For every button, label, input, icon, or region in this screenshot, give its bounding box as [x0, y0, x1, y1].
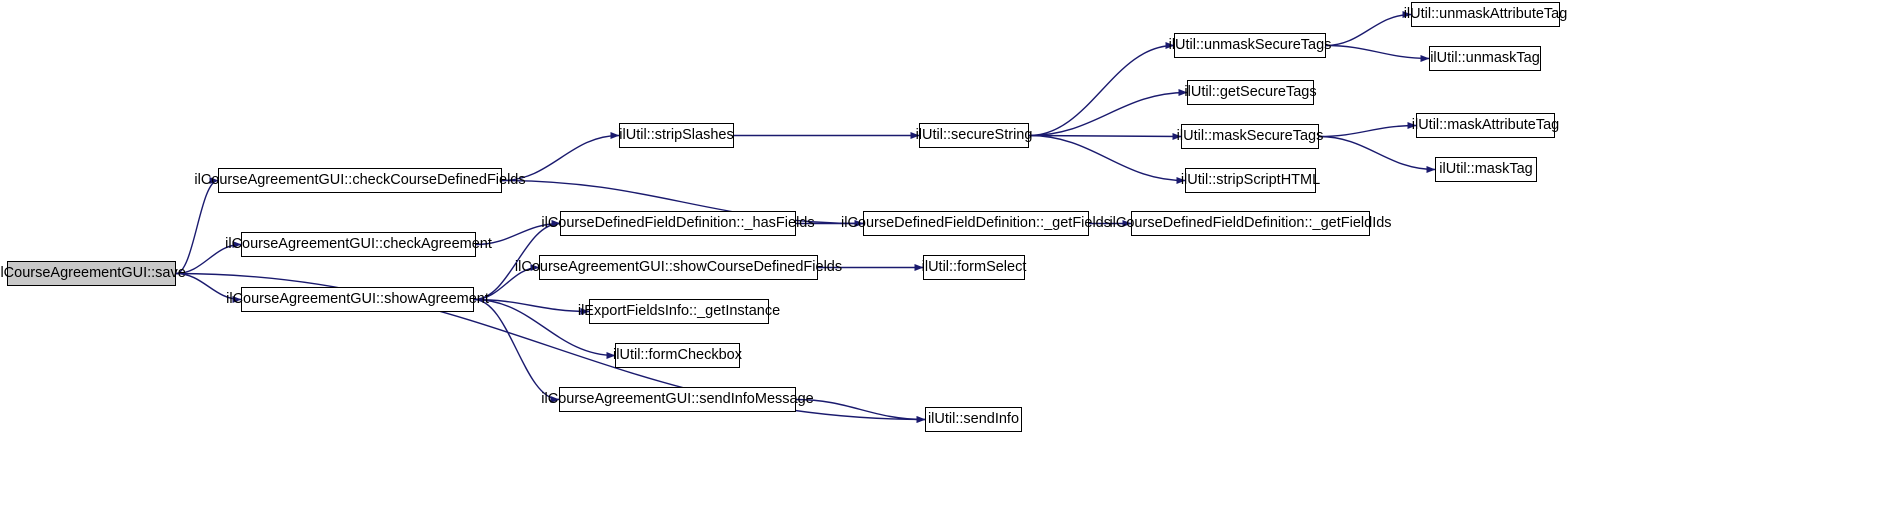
- graph-node-stripSlashes[interactable]: ilUtil::stripSlashes: [619, 123, 734, 148]
- graph-node-unmaskAttributeTag[interactable]: ilUtil::unmaskAttributeTag: [1404, 2, 1567, 27]
- graph-node-unmaskSecureTags[interactable]: ilUtil::unmaskSecureTags: [1169, 33, 1331, 58]
- graph-node-_getFields[interactable]: ilCourseDefinedFieldDefinition::_getFiel…: [841, 211, 1111, 236]
- graph-node-sendInfoMessage[interactable]: ilCourseAgreementGUI::sendInfoMessage: [541, 387, 814, 412]
- graph-node-stripScriptHTML[interactable]: ilUtil::stripScriptHTML: [1181, 168, 1320, 193]
- graph-node-formCheckbox[interactable]: ilUtil::formCheckbox: [613, 343, 742, 368]
- graph-node-showCourseDefinedFields[interactable]: ilCourseAgreementGUI::showCourseDefinedF…: [515, 255, 842, 280]
- edge-checkCourseDefinedFields-to-_getFields: [501, 179, 864, 227]
- edge-showAgreement-to-sendInfoMessage: [473, 298, 560, 403]
- edge-secureString-to-stripScriptHTML: [1028, 134, 1186, 184]
- edge-showAgreement-to-_getInstance: [473, 298, 590, 315]
- graph-node-save[interactable]: ilCourseAgreementGUI::save: [0, 261, 186, 286]
- graph-node-unmaskTag[interactable]: ilUtil::unmaskTag: [1429, 46, 1541, 71]
- graph-node-checkCourseDefinedFields[interactable]: ilCourseAgreementGUI::checkCourseDefined…: [194, 168, 526, 193]
- graph-node-checkAgreement[interactable]: ilCourseAgreementGUI::checkAgreement: [225, 232, 492, 257]
- graph-node-formSelect[interactable]: ilUtil::formSelect: [922, 255, 1026, 280]
- edge-checkAgreement-to-_hasFields: [475, 220, 561, 246]
- edge-save-to-sendInfo: [175, 272, 926, 423]
- graph-node-showAgreement[interactable]: ilCourseAgreementGUI::showAgreement: [226, 287, 489, 312]
- graph-node-maskSecureTags[interactable]: ilUtil::maskSecureTags: [1177, 124, 1323, 149]
- edge-unmaskSecureTags-to-unmaskAttributeTag: [1325, 11, 1412, 47]
- edge-secureString-to-getSecureTags: [1028, 89, 1188, 137]
- edge-secureString-to-maskSecureTags: [1028, 132, 1182, 140]
- graph-node-sendInfo[interactable]: ilUtil::sendInfo: [925, 407, 1022, 432]
- graph-node-_getFieldIds[interactable]: ilCourseDefinedFieldDefinition::_getFiel…: [1109, 211, 1392, 236]
- edge-secureString-to-unmaskSecureTags: [1028, 42, 1175, 137]
- edge-showAgreement-to-formCheckbox: [473, 298, 616, 359]
- graph-node-_hasFields[interactable]: ilCourseDefinedFieldDefinition::_hasFiel…: [541, 211, 815, 236]
- edge-save-to-checkCourseDefinedFields: [175, 177, 219, 275]
- edge-maskSecureTags-to-maskTag: [1318, 135, 1436, 173]
- graph-node-maskAttributeTag[interactable]: ilUtil::maskAttributeTag: [1412, 113, 1559, 138]
- graph-node-maskTag[interactable]: ilUtil::maskTag: [1435, 157, 1537, 182]
- edge-save-to-checkAgreement: [175, 241, 242, 275]
- edge-unmaskSecureTags-to-unmaskTag: [1325, 44, 1430, 62]
- edge-maskSecureTags-to-maskAttributeTag: [1318, 122, 1417, 138]
- graph-node-secureString[interactable]: ilUtil::secureString: [916, 123, 1032, 148]
- graph-node-getSecureTags[interactable]: ilUtil::getSecureTags: [1184, 80, 1317, 105]
- edge-sendInfoMessage-to-sendInfo: [795, 398, 926, 423]
- edge-showAgreement-to-showCourseDefinedFields: [473, 264, 540, 301]
- graph-node-_getInstance[interactable]: ilExportFieldsInfo::_getInstance: [578, 299, 780, 324]
- edge-showAgreement-to-_hasFields: [473, 220, 561, 301]
- edge-checkCourseDefinedFields-to-stripSlashes: [501, 132, 620, 182]
